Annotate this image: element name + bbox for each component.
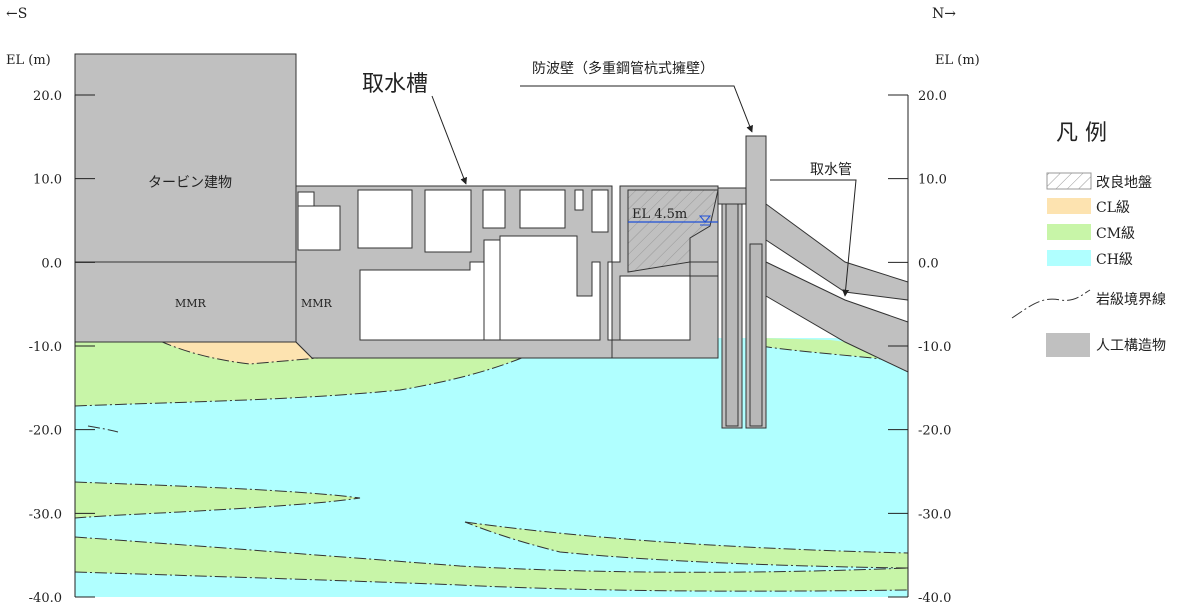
legend-swatch-boundary [1011,289,1091,319]
left-tick-label: 20.0 [33,89,62,104]
turbine-building [74,53,297,343]
left-tick-label: -20.0 [29,424,62,439]
right-tick-label: 10.0 [918,173,947,188]
right-tick-label: 0.0 [918,256,939,271]
legend-label-cm: CM級 [1096,226,1135,242]
legend: 凡 例 改良地盤 CL級 CM級 CH級 岩級境界線 人工構造物 [1011,121,1166,357]
right-axis-title: EL (m) [935,53,980,68]
legend-label-boundary: 岩級境界線 [1096,292,1166,308]
legend-label-cl: CL級 [1096,200,1130,216]
turbine-building-label: タービン建物 [148,175,232,191]
right-tick-label: -40.0 [918,591,951,606]
seawall-label: 防波壁（多重鋼管杭式擁壁） [532,60,714,77]
cm-zone-bottom [75,537,908,592]
mmr-right-label: MMR [301,297,333,310]
cm-zone-right [760,338,908,362]
right-tick-label: -20.0 [918,424,951,439]
tick-layer: 20.0 20.0 10.0 10.0 0.0 0.0 -10.0 -10.0 -20.0 -20… [29,89,952,606]
intake-pipe-label: 取水管 [810,162,852,178]
legend-label-ch: CH級 [1096,252,1133,268]
legend-swatch-structure [1046,333,1090,357]
mmr-left-label: MMR [175,297,207,310]
left-tick-label: -10.0 [29,340,62,355]
rock-boundary-lines [75,339,908,592]
legend-swatch-cm [1047,224,1091,240]
cm-zone-mid [75,482,360,518]
south-arrow: ←S [6,6,27,22]
water-level-marker: EL 4.5m [628,207,718,226]
right-tick-label: -30.0 [918,507,951,522]
left-tick-label: 0.0 [41,256,62,271]
structures [74,53,909,429]
left-tick-label: 10.0 [33,173,62,188]
left-tick-label: -30.0 [29,507,62,522]
left-tick-label: -40.0 [29,591,62,606]
right-tick-label: 20.0 [918,89,947,104]
cl-zone [160,341,318,364]
legend-label-improved: 改良地盤 [1096,175,1152,191]
north-arrow: N→ [932,6,956,22]
legend-label-structure: 人工構造物 [1096,338,1166,354]
legend-swatch-ch [1047,250,1091,266]
legend-swatch-cl [1047,198,1091,214]
rock-zones [75,338,908,597]
intake-pit-chambers [297,189,719,341]
right-tick-label: -10.0 [918,340,951,355]
cm-zone-lower-right [465,522,908,568]
left-axis-title: EL (m) [6,53,51,68]
legend-swatch-improved [1046,172,1092,190]
intake-pit-label: 取水槽 [362,72,428,97]
water-level-label: EL 4.5m [632,207,687,222]
legend-title: 凡 例 [1056,121,1107,146]
